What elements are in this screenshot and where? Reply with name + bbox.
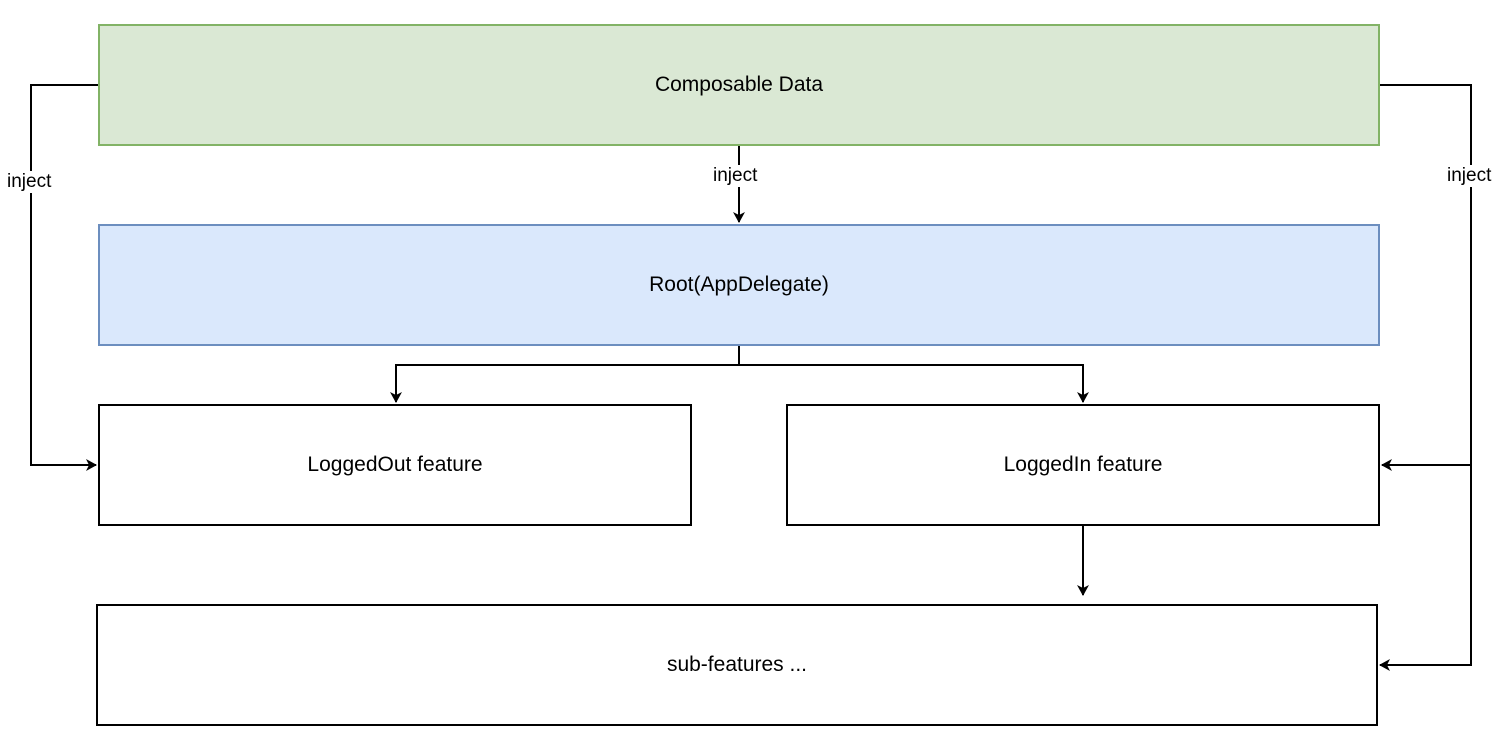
edge-label-inject-left: inject	[5, 171, 54, 193]
edge-composable-to-loggedin	[1380, 84, 1472, 471]
edge-composable-to-loggedout	[30, 84, 98, 471]
node-root-label: Root(AppDelegate)	[649, 273, 829, 296]
node-sub-features-label: sub-features ...	[666, 653, 808, 676]
edge-label-inject-right: inject	[1445, 165, 1494, 187]
edge-root-to-loggedin	[739, 364, 1089, 403]
node-composable-data: Composable Data	[98, 24, 1380, 146]
node-loggedin-feature: LoggedIn feature	[786, 404, 1380, 526]
node-root-appdelegate: Root(AppDelegate)	[98, 224, 1380, 346]
node-sub-features: sub-features ...	[96, 604, 1378, 726]
node-loggedin-label: LoggedIn feature	[1003, 453, 1163, 476]
node-composable-data-label: Composable Data	[654, 73, 824, 96]
edge-root-to-loggedout	[390, 346, 740, 403]
node-loggedout-feature: LoggedOut feature	[98, 404, 692, 526]
node-loggedout-label: LoggedOut feature	[307, 453, 483, 476]
edge-label-inject-center: inject	[711, 165, 760, 187]
edge-composable-to-subfeatures	[1379, 465, 1472, 671]
